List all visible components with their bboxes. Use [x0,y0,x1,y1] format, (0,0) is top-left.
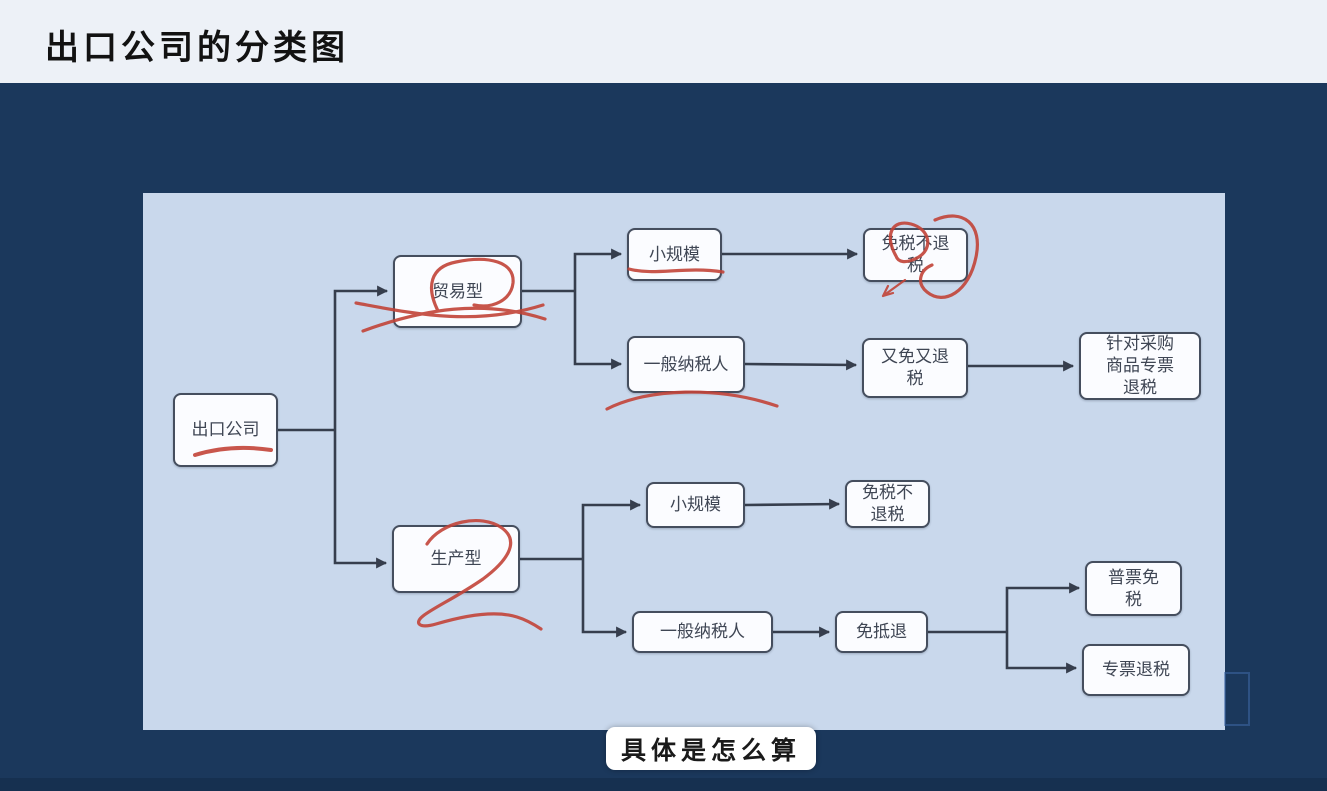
node-exempt-no-refund-trade: 免税不退税 [863,228,968,282]
edge-production-smallscale [581,499,642,559]
node-purchase-special-invoice-refund-label: 针对采购商品专票退税 [1106,334,1174,397]
node-export-company-label: 出口公司 [191,420,260,440]
node-trade-type: 贸易型 [393,255,522,328]
node-exempt-and-refund: 又免又退税 [862,338,968,398]
node-trade-type-label: 贸易型 [432,281,483,301]
node-special-invoice-refund: 专票退税 [1082,644,1190,696]
edge-taxpayer-exemptrefund [744,359,858,371]
node-ordinary-invoice-exempt: 普票免税 [1085,561,1182,616]
red-check-arrow-exempt [881,278,907,298]
edge-smallscale2-exempt [744,498,841,510]
page-title: 出口公司的分类图 [45,29,349,67]
faint-outline-rect [1224,672,1250,726]
flowchart-panel: 出口公司 贸易型 小规模 免税不退税 一般纳税人 又免又退税 针对采购商品专票退… [143,193,1225,730]
node-general-taxpayer-production-label: 一般纳税人 [660,622,745,642]
node-purchase-special-invoice-refund: 针对采购商品专票退税 [1079,332,1201,400]
node-special-invoice-refund-label: 专票退税 [1102,660,1170,680]
node-small-scale-production: 小规模 [646,482,745,528]
edge-mdt-special [1005,632,1078,674]
edge-trade-taxpayer [573,291,623,370]
node-general-taxpayer-trade-label: 一般纳税人 [643,354,729,374]
edge-production-taxpayer [581,559,628,638]
node-exempt-offset-refund: 免抵退 [835,611,928,653]
node-exempt-offset-refund-label: 免抵退 [856,622,907,642]
edge-root-production [333,430,388,569]
edge-trade-smallscale [573,248,623,291]
slide-header: 出口公司的分类图 [0,0,1327,83]
node-exempt-no-refund-production: 免税不退税 [845,480,930,528]
node-small-scale-trade: 小规模 [627,228,722,281]
bottom-edge-strip [0,778,1327,791]
node-exempt-no-refund-production-label: 免税不退税 [862,483,913,524]
caption-text: 具体是怎么算 [620,737,801,765]
edge-root-trade [333,285,389,430]
edge-mdt-ordinary [1005,582,1081,632]
node-production-type: 生产型 [392,525,520,593]
caption-box: 具体是怎么算 [606,727,816,770]
node-exempt-no-refund-trade-label: 免税不退税 [881,234,950,275]
node-small-scale-production-label: 小规模 [670,495,721,515]
red-underline-taxpayer-trade [605,390,779,411]
node-exempt-and-refund-label: 又免又退税 [881,347,949,388]
node-general-taxpayer-production: 一般纳税人 [632,611,773,653]
node-export-company: 出口公司 [173,393,278,467]
node-production-type-label: 生产型 [430,549,482,569]
node-ordinary-invoice-exempt-label: 普票免税 [1108,567,1159,609]
node-small-scale-trade-label: 小规模 [649,244,700,264]
node-general-taxpayer-trade: 一般纳税人 [627,336,745,393]
